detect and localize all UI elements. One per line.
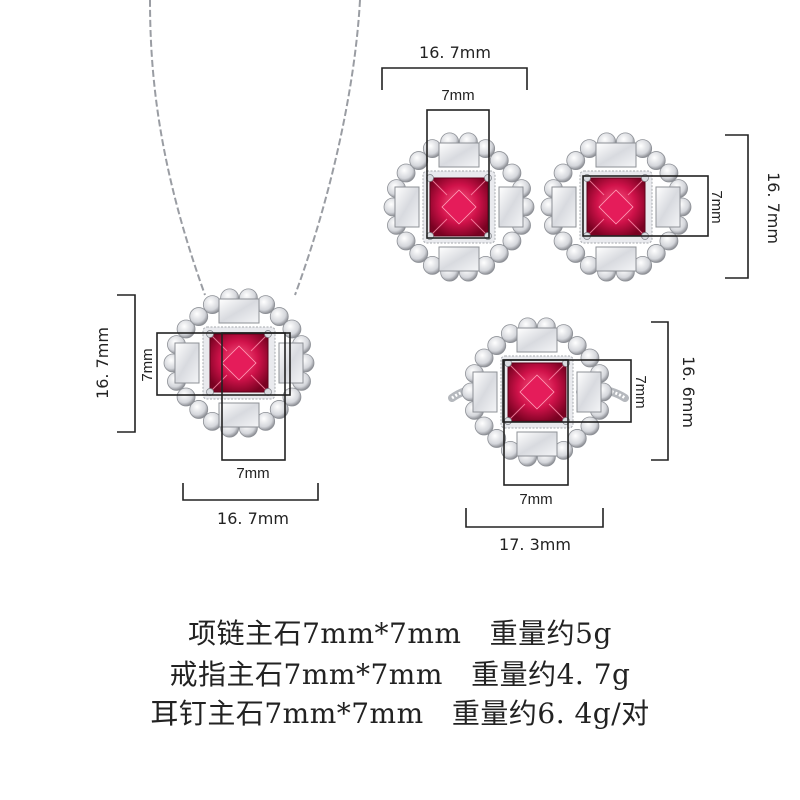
earring-stone-width-label: 7mm	[441, 87, 474, 104]
ring-stone-height-label: 7mm	[632, 375, 649, 408]
earring-height-label: 16. 7mm	[764, 172, 783, 244]
caption-ring-item: 戒指主石7mm*7mm	[169, 658, 443, 691]
ring-dimensions: 7mm 7mm 16. 6mm 17. 3mm	[465, 321, 698, 554]
earring-left	[383, 132, 535, 282]
earring-stone-height-label: 7mm	[708, 190, 725, 223]
caption-necklace-weight: 重量约5g	[489, 617, 612, 650]
caption-ring-weight: 重量约4. 7g	[471, 658, 631, 691]
necklace-stone-width-label: 7mm	[236, 465, 269, 482]
caption-earring-item: 耳钉主石7mm*7mm	[150, 697, 424, 730]
earring-width-label: 16. 7mm	[419, 43, 491, 62]
ring-stone-width-label: 7mm	[519, 491, 552, 508]
ring-width-label: 17. 3mm	[499, 535, 571, 554]
ring-height-label: 16. 6mm	[679, 356, 698, 428]
earring-dimensions: 16. 7mm 7mm 16. 7mm 7mm	[381, 43, 783, 279]
necklace-stone-height-label: 7mm	[139, 348, 156, 381]
caption-earring: 耳钉主石7mm*7mm 重量约6. 4g/对	[0, 698, 800, 730]
necklace-dimensions: 16. 7mm 16. 7mm 7mm 7mm	[93, 294, 319, 528]
necklace-chain	[149, 0, 361, 296]
caption-necklace: 项链主石7mm*7mm 重量约5g	[0, 618, 800, 650]
caption-ring: 戒指主石7mm*7mm 重量约4. 7g	[0, 659, 800, 691]
ring	[448, 317, 629, 467]
necklace-height-label: 16. 7mm	[93, 327, 112, 399]
caption-necklace-item: 项链主石7mm*7mm	[188, 617, 462, 650]
earring-right	[540, 132, 692, 282]
necklace-width-label: 16. 7mm	[217, 509, 289, 528]
necklace-pendant	[163, 288, 315, 438]
caption-earring-weight: 重量约6. 4g/对	[451, 697, 650, 730]
